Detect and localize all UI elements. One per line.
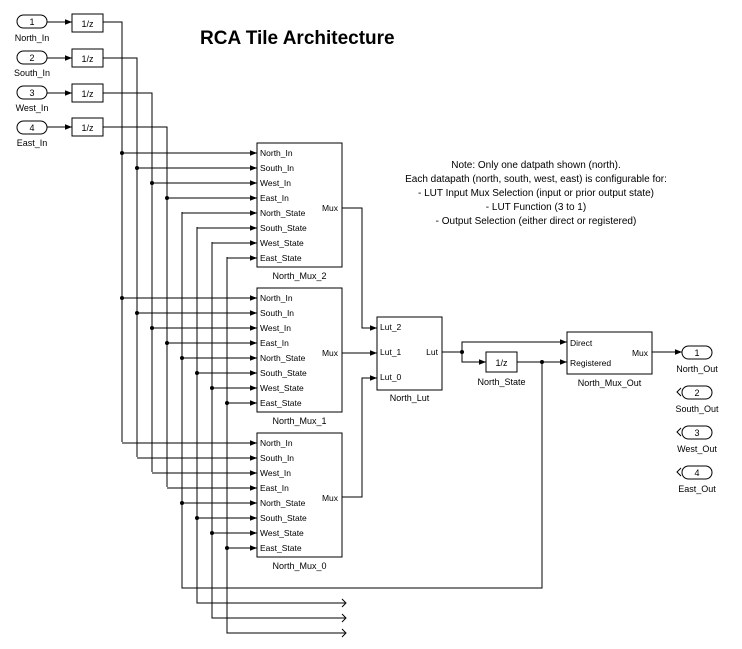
mux-input-label: North_In [260,438,293,448]
mux-input-label: South_State [260,513,307,523]
svg-text:4: 4 [694,468,699,478]
diagram-title: RCA Tile Architecture [200,28,395,49]
outport-west[interactable]: 3 West_Out [677,425,717,454]
lut-output-label: Lut [426,347,438,357]
mux-name: North_Mux_2 [272,271,326,281]
inport-west[interactable]: 3 West_In [16,85,49,113]
delay-east[interactable]: 1/z [71,117,104,137]
svg-text:4: 4 [29,123,34,133]
mux-out-input-label: Direct [570,338,593,348]
mux-input-label: East_State [260,398,302,408]
outport-label: North_Out [676,364,718,374]
note-line: Each datapath (north, south, west, east)… [405,174,667,185]
mux-input-label: East_In [260,338,289,348]
mux-out-output-label: Mux [632,348,649,358]
outport-south[interactable]: 2 South_Out [675,385,719,414]
inport-south[interactable]: 2 South_In [14,50,50,78]
mux-input-label: North_In [260,148,293,158]
mux-input-label: West_State [260,383,304,393]
mux-block-north-mux-0[interactable]: North_InSouth_InWest_InEast_InNorth_Stat… [256,432,343,571]
outport-label: East_Out [678,484,716,494]
svg-text:1/z: 1/z [81,54,94,64]
mux-input-label: South_In [260,308,294,318]
svg-text:1: 1 [694,348,699,358]
mux-input-label: West_In [260,178,291,188]
north-mux-out-block[interactable]: Direct Registered Mux North_Mux_Out [566,331,653,388]
mux-out-name: North_Mux_Out [578,378,642,388]
svg-text:1: 1 [29,17,34,27]
open-ends [341,387,682,638]
mux-input-label: East_State [260,543,302,553]
mux-input-label: East_In [260,483,289,493]
lut-wires [342,207,377,498]
outport-label: South_Out [675,404,719,414]
mux-input-label: South_In [260,453,294,463]
mux-input-label: West_In [260,468,291,478]
mux-input-label: North_State [260,208,306,218]
delay-west[interactable]: 1/z [71,83,104,103]
inport-label: South_In [14,68,50,78]
note-line: Note: Only one datpath shown (north). [451,160,621,171]
svg-text:1/z: 1/z [81,89,94,99]
svg-text:1/z: 1/z [81,123,94,133]
lut-input-label: Lut_2 [380,322,402,332]
north-lut-block[interactable]: Lut_2 Lut_1 Lut_0 Lut North_Lut [376,316,443,403]
mux-name: North_Mux_0 [272,561,326,571]
note-block: Note: Only one datpath shown (north). Ea… [405,160,667,227]
inport-wires [47,19,72,130]
mux-block-north-mux-1[interactable]: North_InSouth_InWest_InEast_InNorth_Stat… [256,287,343,426]
inport-north[interactable]: 1 North_In [15,14,50,43]
svg-text:3: 3 [29,88,34,98]
delay-north[interactable]: 1/z [71,13,104,33]
mux-input-label: North_State [260,353,306,363]
mux-input-label: South_State [260,223,307,233]
mux-input-label: West_State [260,238,304,248]
mux-name: North_Mux_1 [272,416,326,426]
inport-label: West_In [16,103,49,113]
output-wires [442,339,682,365]
outport-label: West_Out [677,444,717,454]
state-name: North_State [477,377,525,387]
mux-input-label: West_State [260,528,304,538]
mux-input-label: East_In [260,193,289,203]
north-state-block[interactable]: 1/z North_State [477,351,526,387]
inport-east[interactable]: 4 East_In [16,120,48,148]
mux-input-label: West_In [260,323,291,333]
inport-label: North_In [15,33,50,43]
note-line: - Output Selection (either direct or reg… [436,216,637,227]
mux-input-label: North_In [260,293,293,303]
outport-north[interactable]: 1 North_Out [676,345,718,374]
mux-output-label: Mux [322,348,339,358]
svg-text:2: 2 [29,53,34,63]
mux-output-label: Mux [322,203,339,213]
delay-south[interactable]: 1/z [71,48,104,68]
outport-east[interactable]: 4 East_Out [678,465,716,494]
inport-label: East_In [17,138,48,148]
note-line: - LUT Function (3 to 1) [486,202,586,213]
svg-text:1/z: 1/z [495,358,508,368]
svg-text:3: 3 [694,428,699,438]
mux-input-label: East_State [260,253,302,263]
svg-text:2: 2 [694,388,699,398]
mux-block-north-mux-2[interactable]: North_InSouth_InWest_InEast_InNorth_Stat… [256,142,343,281]
lut-input-label: Lut_1 [380,347,402,357]
mux-input-label: South_State [260,368,307,378]
mux-input-label: South_In [260,163,294,173]
mux-output-label: Mux [322,493,339,503]
note-line: - LUT Input Mux Selection (input or prio… [418,188,654,199]
svg-text:1/z: 1/z [81,19,94,29]
mux-input-label: North_State [260,498,306,508]
mux-out-input-label: Registered [570,358,611,368]
lut-name: North_Lut [390,393,430,403]
lut-input-label: Lut_0 [380,372,402,382]
bus-wires [103,21,543,634]
